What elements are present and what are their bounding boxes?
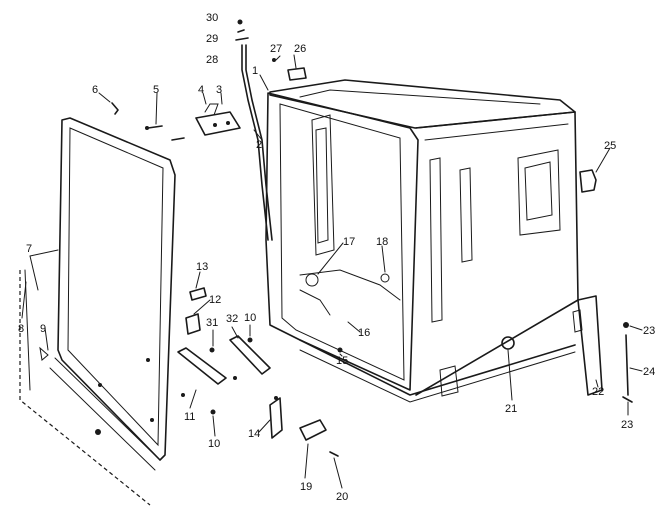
callout-23-bottom: 23	[621, 419, 633, 431]
callout-14: 14	[248, 428, 260, 440]
callout-13: 13	[196, 261, 208, 273]
callout-27: 27	[270, 43, 282, 55]
hinge-bracket	[195, 103, 241, 136]
callout-10-top: 10	[244, 312, 256, 324]
callout-5: 5	[153, 84, 159, 96]
callout-29: 29	[206, 33, 218, 45]
callout-28: 28	[206, 54, 218, 66]
callout-19: 19	[300, 481, 312, 493]
callout-4: 4	[198, 84, 204, 96]
callout-21: 21	[505, 403, 517, 415]
callout-26: 26	[294, 43, 306, 55]
callout-7: 7	[26, 243, 32, 255]
callout-23-top: 23	[643, 325, 655, 337]
callout-1: 1	[252, 65, 258, 77]
callout-2: 2	[256, 139, 262, 151]
callout-17: 17	[343, 236, 355, 248]
callout-labels: 30 29 28 27 26 6 5 4 3 1 2 25 7 17 18 13…	[18, 12, 655, 503]
callout-12: 12	[209, 294, 221, 306]
tub-body	[265, 79, 579, 403]
callout-24: 24	[643, 366, 655, 378]
callout-9: 9	[40, 323, 46, 335]
callout-15: 15	[336, 355, 348, 367]
callout-10-bottom: 10	[208, 438, 220, 450]
callout-31: 31	[206, 317, 218, 329]
callout-3: 3	[216, 84, 222, 96]
callout-32: 32	[226, 313, 238, 325]
callout-22: 22	[592, 386, 604, 398]
callout-16: 16	[358, 327, 370, 339]
callout-30: 30	[206, 12, 218, 24]
door-gasket	[57, 117, 176, 461]
door-seal-strip	[19, 269, 161, 506]
leader-lines	[21, 47, 643, 489]
hardware-parts	[111, 19, 633, 457]
callout-20: 20	[336, 491, 348, 503]
callout-18: 18	[376, 236, 388, 248]
callout-11: 11	[184, 411, 195, 423]
callout-8: 8	[18, 323, 24, 335]
callout-6: 6	[92, 84, 98, 96]
callout-25: 25	[604, 140, 616, 152]
